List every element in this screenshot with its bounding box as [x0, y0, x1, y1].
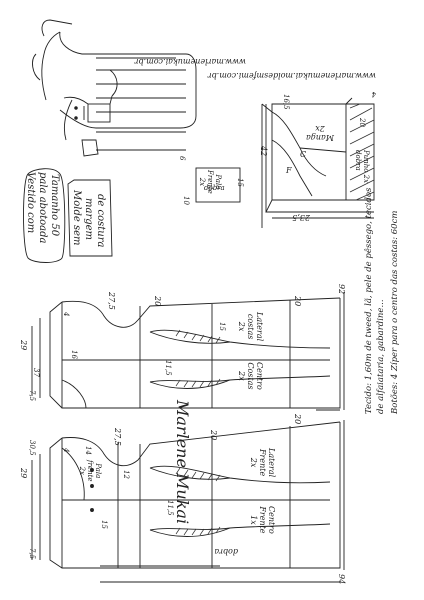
note-box-outline	[67, 179, 113, 257]
title-line3-wrap: Tamanho 50	[49, 174, 60, 236]
front-pala-l2: frente	[86, 460, 94, 482]
sleeve-l2: 2x	[315, 124, 325, 133]
back-side-l3: 2x	[237, 321, 246, 332]
back-side-l1: Lateral	[255, 312, 264, 342]
sleeve-m235: 23,5	[292, 213, 310, 222]
back-m37: 37	[32, 368, 40, 377]
back-center-l3: 2x	[237, 371, 246, 381]
cuff-l2: dobra	[354, 150, 362, 171]
dim-line-sleeve	[261, 212, 374, 228]
back-m15: 15	[218, 322, 226, 331]
back-m275: 27,5	[107, 292, 116, 310]
front-side-l3: 2x	[249, 457, 258, 468]
note-line2: margem	[83, 198, 94, 241]
sleeve-m4: 4	[371, 90, 376, 98]
back-pattern	[31, 297, 341, 409]
front-m305: 30,5	[28, 440, 36, 456]
dress-illustration	[32, 19, 197, 157]
front-m15: 15	[100, 520, 108, 529]
front-m20: 20	[293, 414, 302, 425]
note-line1: Molde sem	[71, 190, 82, 246]
front-m275: 27,5	[113, 428, 122, 446]
sleeve-hatch	[349, 103, 375, 201]
front-pala-l1: Pala	[94, 463, 102, 479]
front-m75: 7,5	[28, 548, 36, 560]
cuff-label: Punho 2x dobra	[354, 150, 370, 183]
fabric-line1: Tecido: 1,60m de tweed, lã, pele de pêss…	[364, 187, 374, 414]
sleeve-m165: 16,5	[282, 94, 290, 110]
front-m12: 12	[122, 470, 130, 479]
front-side-l2: Frente	[258, 448, 267, 477]
back-m75: 7,5	[28, 390, 36, 402]
sleeve-label: Manga 2x	[306, 124, 334, 142]
title-line2-wrap: pala abotoada	[37, 172, 48, 243]
note-line3: de costura	[95, 194, 106, 248]
front-m29: 29	[19, 468, 28, 479]
front-center-label: Centro Frente 1x	[249, 506, 276, 534]
back-side-label: Lateral costas 2x	[237, 312, 264, 341]
front-fold-label: dobra	[214, 547, 238, 556]
title-line1: Vestido com	[25, 172, 36, 234]
front-pala-label: Pala frente 2x	[78, 460, 102, 482]
back-center-l2: Costas	[246, 362, 255, 390]
small-fold: dobra	[204, 184, 225, 192]
small-piece-outline	[195, 167, 241, 203]
fabric-line3: Botões: 4 Zíper para o centro das costas…	[390, 210, 400, 414]
sleeve-l1: Manga	[305, 133, 334, 142]
front-m94: 94	[337, 574, 346, 585]
front-m14: 14	[84, 446, 92, 455]
dim-line-front	[100, 420, 345, 583]
front-side-label: Lateral Frente 2x	[249, 448, 276, 477]
back-m92: 92	[337, 284, 346, 295]
sleeve-m42: 42	[259, 146, 268, 157]
front-m20b: 20	[209, 430, 218, 441]
front-center-l3: 1x	[249, 515, 258, 525]
front-pattern	[31, 421, 341, 569]
cuff-l1: Punho 2x	[362, 150, 370, 184]
title-line2: pala abotoada	[37, 172, 48, 244]
front-m4: 4	[62, 448, 70, 453]
sleeve-letter-c: C	[300, 150, 307, 159]
small-m6: 6	[178, 156, 186, 161]
website-line1: www.marlenemukai.com.br	[134, 57, 246, 66]
website-line2: www.marlenemukai.moldesmfemi.com.br	[207, 71, 376, 80]
front-center-l1: Centro	[267, 506, 276, 534]
back-m20: 20	[293, 296, 302, 307]
back-side-l2: costas	[246, 313, 255, 340]
front-m115: 11,5	[166, 500, 174, 516]
title-box: Vestido com	[25, 172, 36, 233]
small-m10: 10	[182, 196, 190, 205]
front-side-l1: Lateral	[267, 448, 276, 478]
fabric-line2: de alfaiataria, gabardine...	[376, 299, 386, 414]
sleeve-m20: 20	[358, 118, 366, 127]
back-m4: 4	[62, 312, 70, 317]
back-center-label: Centro Costas 2x	[237, 362, 264, 390]
title-box-outline	[23, 168, 66, 263]
back-m20b: 20	[153, 296, 162, 307]
back-m115: 11,5	[164, 360, 172, 376]
back-m29: 29	[19, 340, 28, 351]
signature: Marlene Mukai	[173, 400, 192, 525]
dim-line-back	[316, 292, 345, 411]
back-center-l1: Centro	[255, 362, 264, 390]
sleeve-letter-f: F	[286, 166, 292, 175]
front-center-l2: Frente	[258, 506, 267, 534]
front-pala-l3: 2x	[78, 466, 86, 475]
small-m15: 15	[236, 178, 244, 187]
back-m16: 16	[70, 350, 78, 359]
title-line3: Tamanho 50	[49, 174, 60, 237]
